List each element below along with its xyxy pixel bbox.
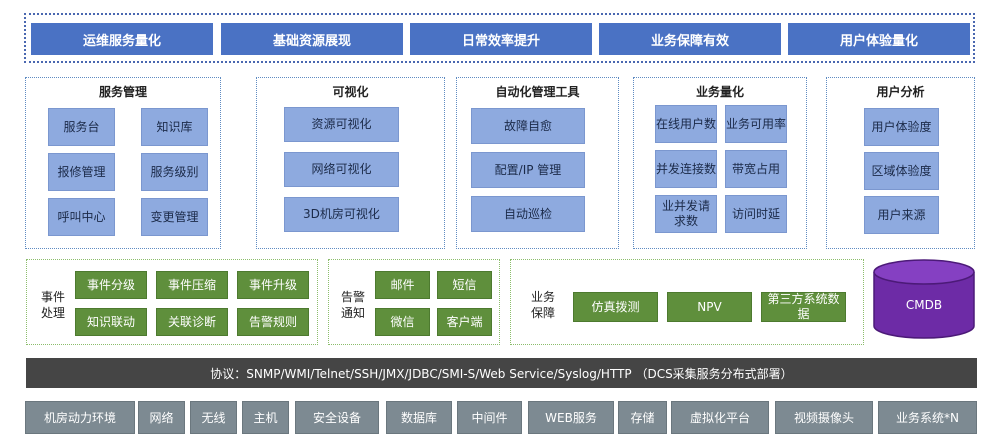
module-user-analysis: [826, 77, 975, 249]
online-users-box: 在线用户数: [655, 105, 717, 143]
business-assurance-frame: [510, 259, 864, 345]
module-visualization: [256, 77, 445, 249]
event-compression-box: 事件压缩: [156, 271, 228, 299]
banner-user-experience: 用户体验量化: [788, 23, 970, 55]
banner-ops-quantify: 运维服务量化: [31, 23, 213, 55]
resource-storage: 存储: [618, 401, 667, 434]
user-source-box: 用户来源: [864, 196, 939, 234]
alert-notification-label: 告警通知: [340, 289, 365, 320]
module-title: 业务量化: [695, 84, 744, 99]
resource-network: 网络: [138, 401, 185, 434]
service-level-box: 服务级别: [141, 153, 208, 191]
repair-management-box: 报修管理: [48, 153, 115, 191]
event-grading-box: 事件分级: [75, 271, 147, 299]
banner-efficiency: 日常效率提升: [410, 23, 592, 55]
wechat-box: 微信: [375, 308, 430, 336]
regional-experience-box: 区域体验度: [864, 152, 939, 190]
change-management-box: 变更管理: [141, 198, 208, 236]
module-title: 服务管理: [98, 84, 147, 99]
resource-host: 主机: [242, 401, 289, 434]
client-box: 客户端: [437, 308, 492, 336]
protocol-bar: 协议：SNMP/WMI/Telnet/SSH/JMX/JDBC/SMI-S/We…: [26, 358, 977, 388]
cmdb-label: CMDB: [905, 298, 943, 312]
business-assurance-label: 业务保障: [530, 289, 555, 320]
module-title: 可视化: [332, 84, 369, 99]
npv-box: NPV: [667, 292, 752, 322]
simulation-probe-box: 仿真拨测: [573, 292, 658, 322]
fault-self-healing-box: 故障自愈: [471, 108, 585, 144]
email-box: 邮件: [375, 271, 430, 299]
network-visualization-box: 网络可视化: [284, 152, 399, 187]
3d-datacenter-visualization-box: 3D机房可视化: [284, 197, 399, 232]
concurrent-connections-box: 并发连接数: [655, 150, 717, 188]
resource-visualization-box: 资源可视化: [284, 107, 399, 142]
knowledge-base-box: 知识库: [141, 108, 208, 146]
call-center-box: 呼叫中心: [48, 198, 115, 236]
resource-middleware: 中间件: [457, 401, 522, 434]
module-title: 自动化管理工具: [495, 84, 580, 99]
resource-video-camera: 视频摄像头: [775, 401, 873, 434]
sms-box: 短信: [437, 271, 492, 299]
module-business-quantification: [633, 77, 807, 249]
top-banner-frame: [24, 13, 975, 63]
business-availability-box: 业务可用率: [725, 105, 787, 143]
banner-business-assurance: 业务保障有效: [599, 23, 781, 55]
resource-wireless: 无线: [190, 401, 237, 434]
resource-web-service: WEB服务: [528, 401, 614, 434]
banner-resource-display: 基础资源展现: [221, 23, 403, 55]
module-service-management: [25, 77, 221, 249]
module-title: 用户分析: [876, 84, 925, 99]
resource-database: 数据库: [386, 401, 452, 434]
correlation-diagnosis-box: 关联诊断: [156, 308, 228, 336]
user-experience-box: 用户体验度: [864, 108, 939, 146]
module-automation-tools: [456, 77, 619, 249]
third-party-data-box: 第三方系统数据: [761, 292, 846, 322]
event-processing-frame: [26, 259, 318, 345]
knowledge-linkage-box: 知识联动: [75, 308, 147, 336]
auto-inspection-box: 自动巡检: [471, 196, 585, 232]
config-ip-management-box: 配置/IP 管理: [471, 152, 585, 188]
alert-notification-frame: [328, 259, 500, 345]
access-latency-box: 访问时延: [725, 195, 787, 233]
resource-security-device: 安全设备: [295, 401, 379, 434]
service-desk-box: 服务台: [48, 108, 115, 146]
concurrent-requests-box: 业并发请求数: [655, 195, 717, 233]
bandwidth-usage-box: 带宽占用: [725, 150, 787, 188]
event-processing-label: 事件处理: [40, 289, 65, 320]
resource-virtualization: 虚拟化平台: [671, 401, 769, 434]
event-escalation-box: 事件升级: [237, 271, 309, 299]
resource-business-systems: 业务系统*N: [878, 401, 977, 434]
resource-datacenter-power: 机房动力环境: [25, 401, 135, 434]
cmdb-cylinder-icon: [873, 259, 975, 339]
alert-rules-box: 告警规则: [237, 308, 309, 336]
